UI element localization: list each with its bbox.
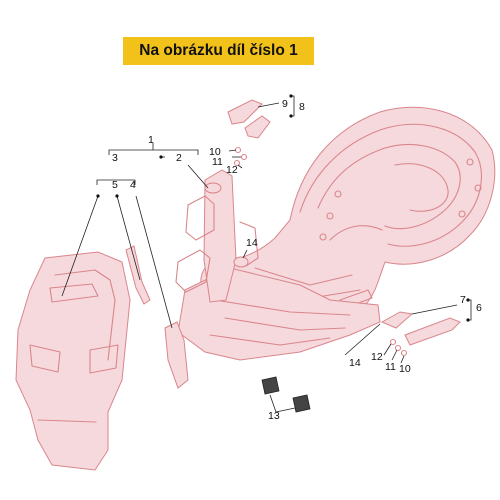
screw-set-top bbox=[233, 146, 248, 167]
steering-column-part bbox=[175, 169, 259, 303]
callout-labels: 1 2 3 4 5 6 7 8 9 10 11 12 10 11 12 13 1… bbox=[112, 98, 482, 422]
callout-6: 6 bbox=[476, 302, 482, 314]
part-number-banner: Na obrázku díl číslo 1 bbox=[123, 37, 314, 65]
callout-4: 4 bbox=[130, 179, 136, 191]
leader-lines bbox=[61, 95, 472, 413]
bracket-dots bbox=[96, 94, 470, 322]
callout-10-bottom: 10 bbox=[399, 363, 411, 375]
callout-2: 2 bbox=[176, 152, 182, 164]
callout-13: 13 bbox=[268, 410, 280, 422]
callout-11-top: 11 bbox=[212, 156, 223, 168]
callout-7: 7 bbox=[460, 294, 466, 306]
bracket-13-part bbox=[261, 376, 311, 413]
grommet-14-part bbox=[233, 256, 249, 268]
callout-5: 5 bbox=[112, 179, 118, 191]
callout-8: 8 bbox=[299, 101, 305, 113]
callout-14-grommet: 14 bbox=[246, 237, 258, 249]
clip-8-9-part bbox=[227, 99, 271, 139]
callout-9: 9 bbox=[282, 98, 288, 110]
callout-3: 3 bbox=[112, 152, 118, 164]
strip-4-5-part bbox=[125, 245, 189, 389]
callout-12-bottom: 12 bbox=[371, 351, 383, 363]
callout-12-top: 12 bbox=[226, 164, 238, 176]
callout-14-floor: 14 bbox=[349, 357, 361, 369]
screw-set-bottom bbox=[389, 338, 408, 357]
callout-10-top: 10 bbox=[209, 146, 221, 158]
clip-6-7-part bbox=[380, 311, 461, 346]
legshield-front-part bbox=[15, 251, 131, 471]
banner-text: Na obrázku díl číslo 1 bbox=[139, 42, 298, 59]
callout-11-bottom: 11 bbox=[385, 361, 396, 373]
callout-1: 1 bbox=[148, 134, 154, 146]
